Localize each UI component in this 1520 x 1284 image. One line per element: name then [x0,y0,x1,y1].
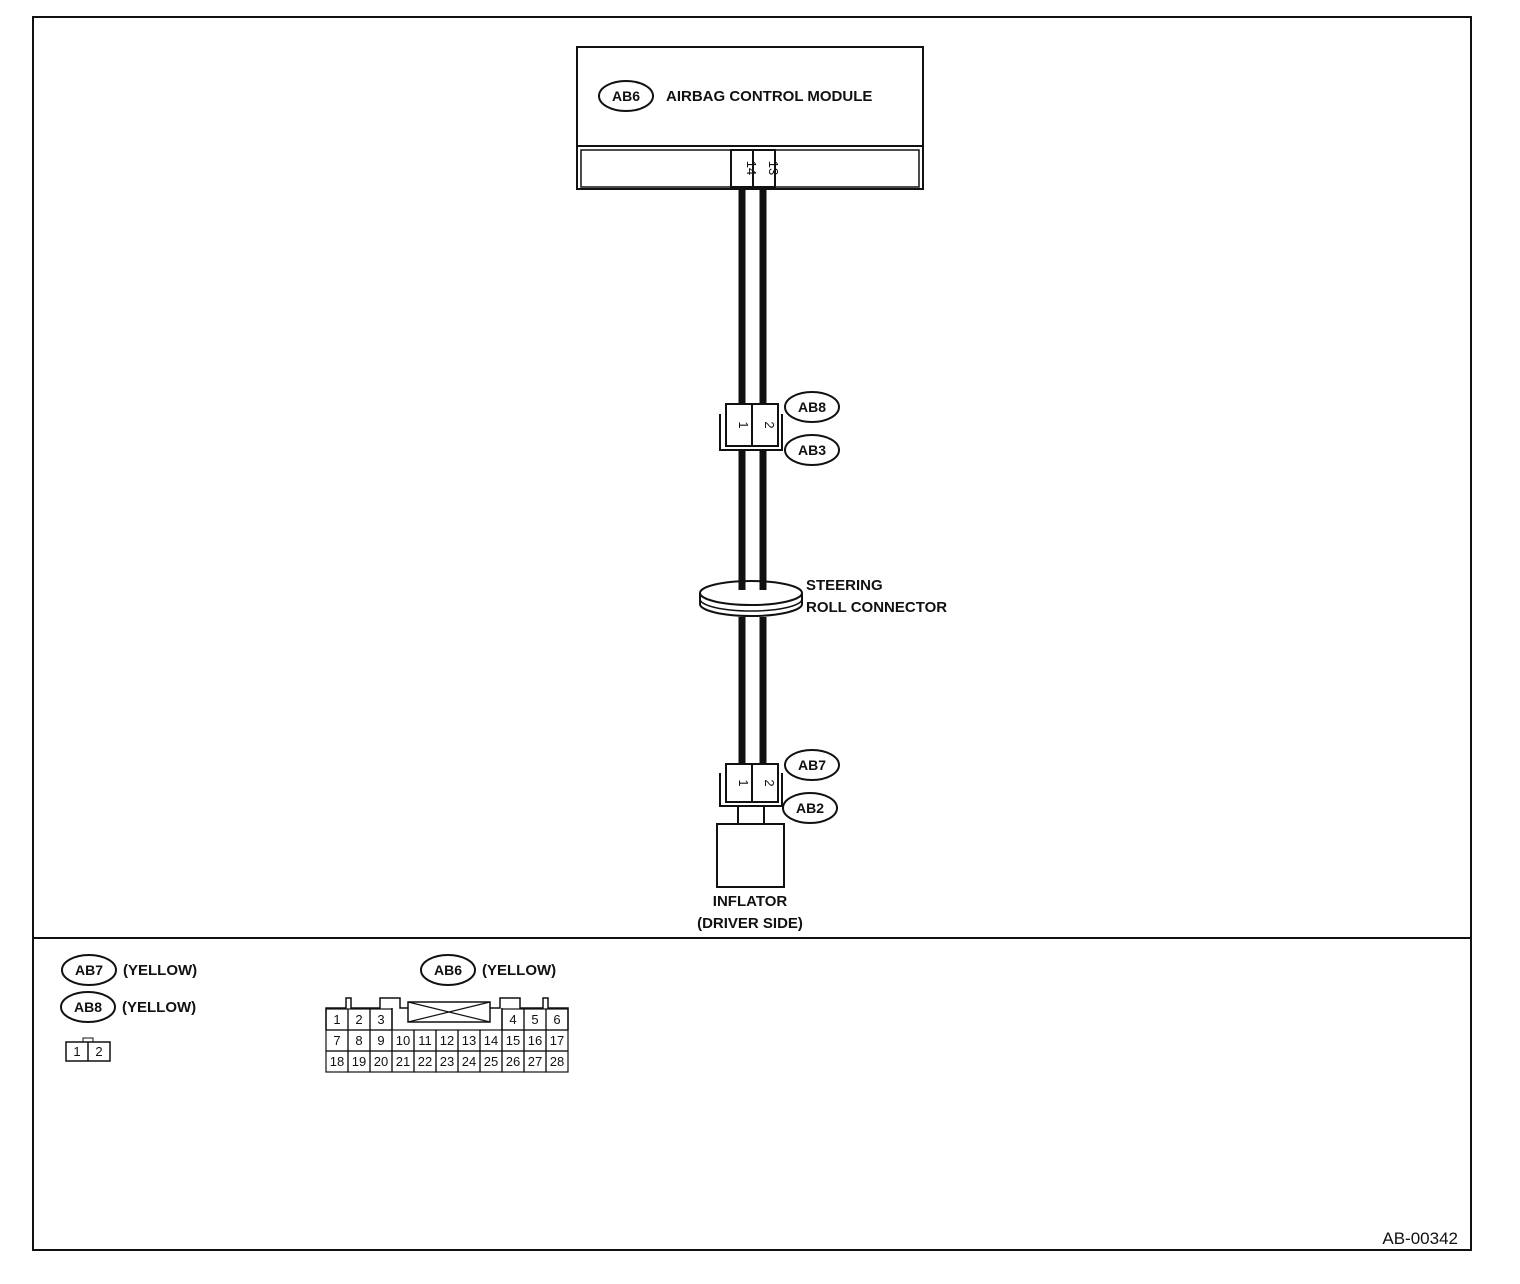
upper-connector-code-ab3: AB3 [798,442,826,458]
legend-ab6-color: (YELLOW) [482,962,556,979]
ab6-pin-19: 19 [352,1054,366,1069]
ab6-pin-8: 8 [355,1033,362,1048]
ab6-pin-13: 13 [462,1033,476,1048]
upper-connector: 1 2 AB8 AB3 [719,391,840,466]
ab6-pin-28: 28 [550,1054,564,1069]
lower-connector-pin-1: 1 [736,779,751,786]
lower-connector-code-ab2: AB2 [796,800,824,816]
legend-ab7-code: AB7 [75,962,103,978]
legend-ab6-connector: 1 2 3 4 5 6 7 8 9 10 11 12 13 14 15 16 1… [325,997,569,1073]
legend-ab8: AB8 (YELLOW) [60,991,196,1023]
ab6-pin-10: 10 [396,1033,410,1048]
ab6-pin-27: 27 [528,1054,542,1069]
figure-id: AB-00342 [1382,1229,1458,1248]
lower-connector-pin-2: 2 [762,779,777,786]
ab6-pin-9: 9 [377,1033,384,1048]
ab6-pin-4: 4 [509,1012,516,1027]
legend-ab7: AB7 (YELLOW) [61,954,197,986]
diagram-frame [32,16,1472,1251]
ab6-pin-21: 21 [396,1054,410,1069]
ab6-pin-26: 26 [506,1054,520,1069]
inflator-label-2: (DRIVER SIDE) [697,915,803,932]
steering-roll-connector: STEERING ROLL CONNECTOR [699,577,947,617]
module-pin-13: 13 [766,161,781,175]
legend-small-pin-2: 2 [95,1044,102,1059]
ab6-pin-24: 24 [462,1054,476,1069]
ab6-pin-11: 11 [418,1033,432,1048]
ab6-pin-14: 14 [484,1033,498,1048]
ab6-pin-1: 1 [333,1012,340,1027]
legend-ab7-color: (YELLOW) [123,962,197,979]
legend-ab6-code: AB6 [434,962,462,978]
ab6-pin-20: 20 [374,1054,388,1069]
upper-connector-pin-2: 2 [762,421,777,428]
ab6-pin-25: 25 [484,1054,498,1069]
ab6-pin-17: 17 [550,1033,564,1048]
legend-ab8-code: AB8 [74,999,102,1015]
ab6-pin-15: 15 [506,1033,520,1048]
airbag-control-module: AB6 AIRBAG CONTROL MODULE 14 13 [576,46,924,190]
module-code: AB6 [612,88,640,104]
ab6-pin-16: 16 [528,1033,542,1048]
lower-connector-code-ab7: AB7 [798,757,826,773]
module-label: AIRBAG CONTROL MODULE [666,88,872,105]
lower-connector: 1 2 AB7 AB2 [719,749,840,824]
module-code-oval [598,80,654,112]
ab6-pin-7: 7 [333,1033,340,1048]
ab6-pin-22: 22 [418,1054,432,1069]
ab6-pin-18: 18 [330,1054,344,1069]
ab6-pin-5: 5 [531,1012,538,1027]
module-pin-14: 14 [744,161,759,175]
upper-connector-pin-1: 1 [736,421,751,428]
steering-roll-label-2: ROLL CONNECTOR [806,599,947,616]
inflator: INFLATOR (DRIVER SIDE) [697,805,803,932]
inflator-label-1: INFLATOR [713,893,788,910]
ab6-pin-23: 23 [440,1054,454,1069]
legend-small-connector: 1 2 [65,1037,111,1062]
steering-roll-label-1: STEERING [806,577,883,594]
upper-connector-code-ab8: AB8 [798,399,826,415]
wire-harness [738,189,767,764]
ab6-pin-2: 2 [355,1012,362,1027]
legend-ab8-color: (YELLOW) [122,999,196,1016]
ab6-pin-12: 12 [440,1033,454,1048]
ab6-pin-3: 3 [377,1012,384,1027]
legend-ab6: AB6 (YELLOW) [420,954,556,986]
legend-small-pin-1: 1 [73,1044,80,1059]
ab6-pin-6: 6 [553,1012,560,1027]
